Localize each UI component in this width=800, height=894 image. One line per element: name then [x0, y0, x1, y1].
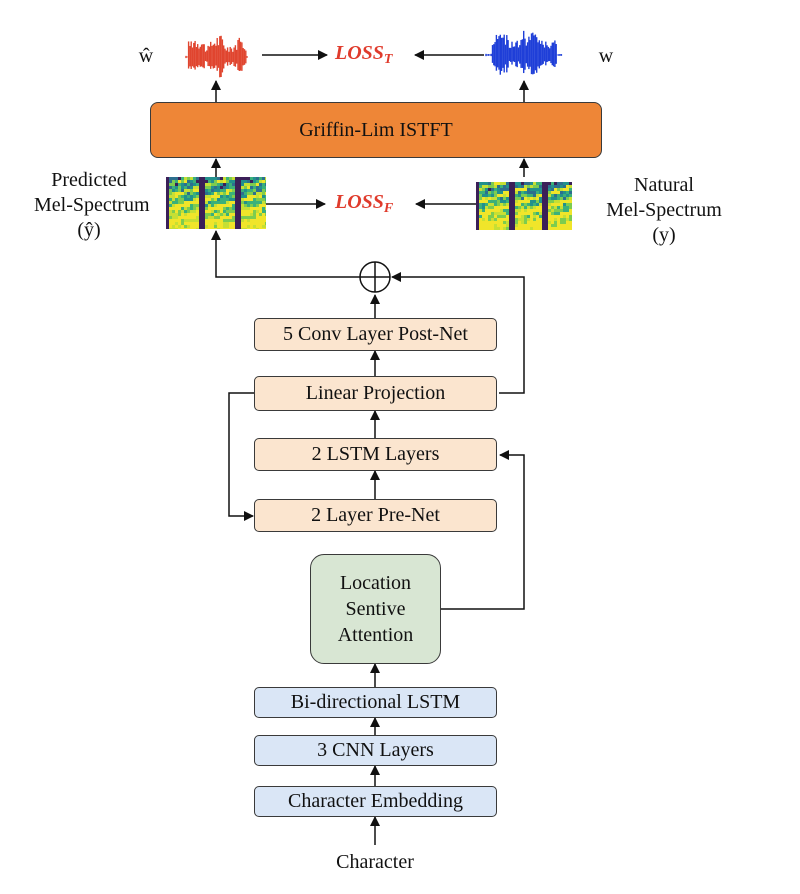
character-input-label: Character [336, 851, 414, 873]
bilstm-box: Bi-directional LSTM [254, 687, 497, 718]
griffin-lim-box: Griffin-Lim ISTFT [150, 102, 602, 158]
predicted-waveform [185, 35, 248, 78]
target-waveform [485, 30, 563, 75]
cnn-layers-box: 3 CNN Layers [254, 735, 497, 766]
lstm-layers-box: 2 LSTM Layers [254, 438, 497, 471]
predicted-mel-label: Predicted Mel-Spectrum (ŷ) [34, 169, 150, 241]
loss-f-label: LOSSF [335, 191, 394, 216]
arrow-sum-to-predicted-mel [211, 230, 360, 278]
predicted-mel-spectrogram [166, 177, 266, 229]
natural-mel-spectrogram [476, 182, 572, 230]
predicted-wave-label: ŵ [138, 45, 154, 67]
arrow-attention-to-lstm [441, 450, 525, 610]
target-wave-label: w [598, 45, 614, 67]
arrow-linear-feedback-to-prenet [228, 392, 254, 521]
character-embedding-box: Character Embedding [254, 786, 497, 817]
prenet-box: 2 Layer Pre-Net [254, 499, 497, 532]
loss-t-label: LOSST [335, 42, 393, 67]
griffin-lim-label: Griffin-Lim ISTFT [299, 118, 453, 141]
attention-box: Location Sentive Attention [310, 554, 441, 664]
postnet-box: 5 Conv Layer Post-Net [254, 318, 497, 351]
arrow-residual-to-sum [391, 272, 525, 394]
linear-projection-box: Linear Projection [254, 376, 497, 411]
natural-mel-label: Natural Mel-Spectrum (y) [606, 174, 722, 246]
